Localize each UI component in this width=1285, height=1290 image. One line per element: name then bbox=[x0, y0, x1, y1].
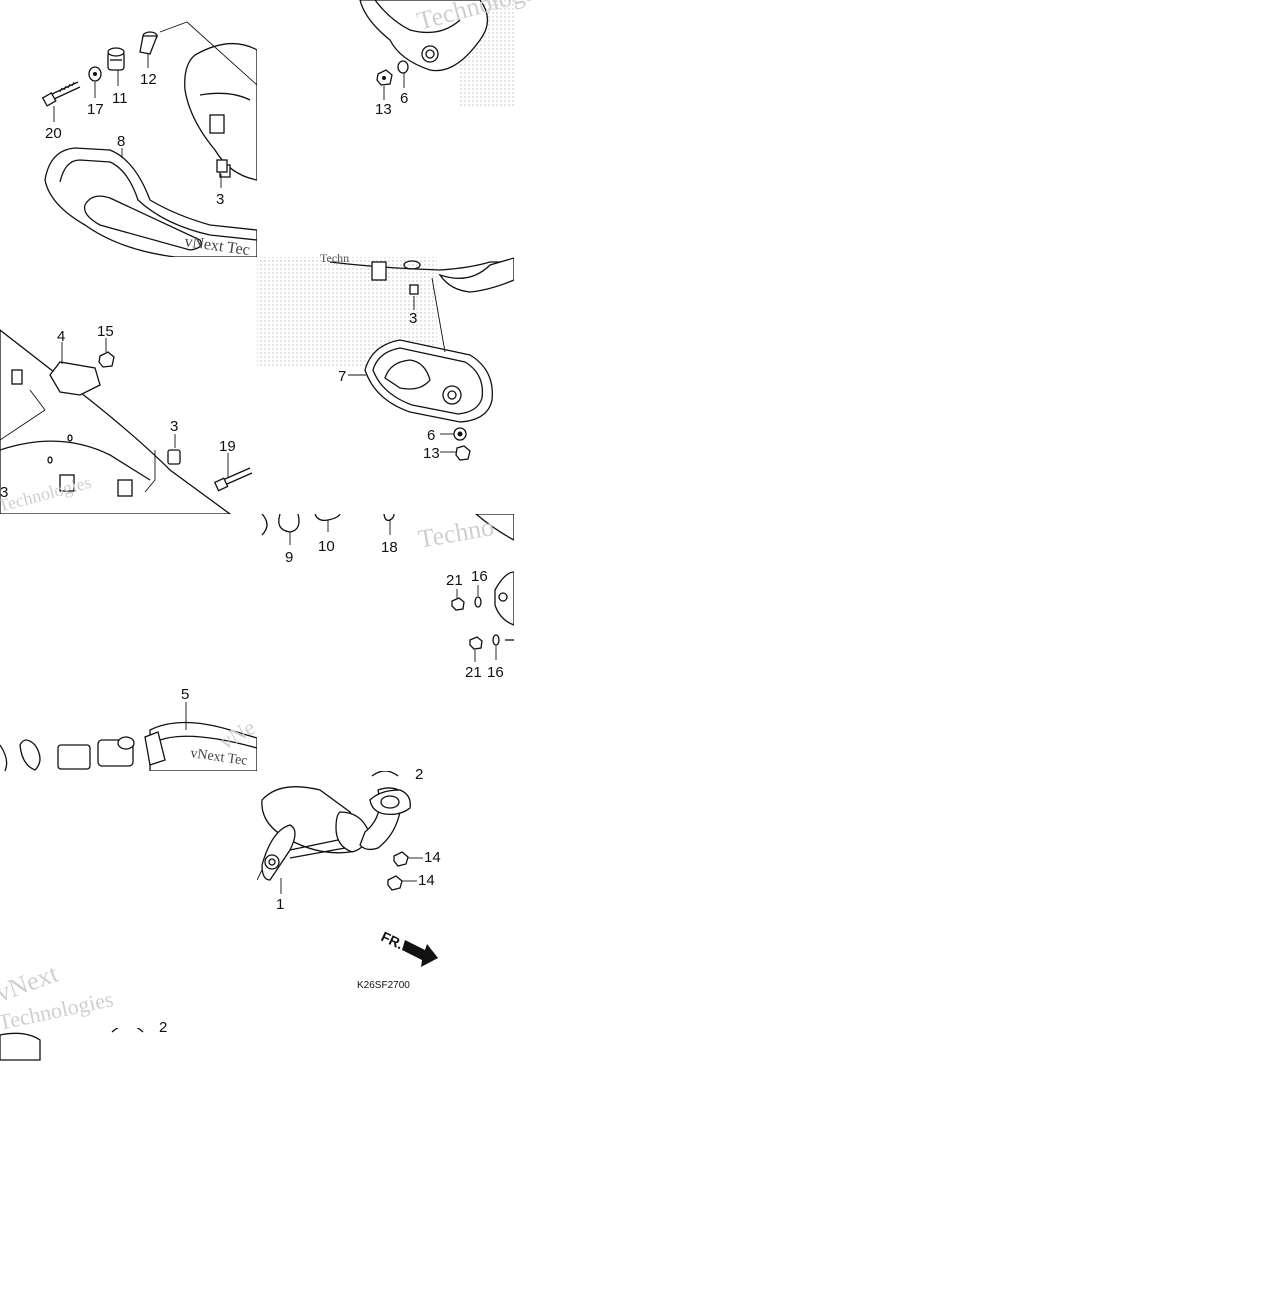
watermark-text: Techn bbox=[320, 251, 349, 265]
callout-label: 1 bbox=[276, 896, 284, 913]
callout-label: 19 bbox=[219, 438, 236, 455]
bolt-part bbox=[213, 467, 253, 492]
callout-label: 15 bbox=[97, 323, 114, 340]
front-direction-label: FR. bbox=[379, 928, 406, 952]
callout-label: 3 bbox=[170, 418, 178, 435]
callout-label: 14 bbox=[424, 849, 441, 866]
clamp-part bbox=[19, 739, 41, 771]
flange-bolt-part bbox=[451, 597, 465, 611]
callout-label: 21 bbox=[465, 664, 482, 681]
tile-muffler-partial bbox=[0, 1028, 144, 1061]
callout-label: 3 bbox=[409, 310, 417, 327]
washer-part bbox=[492, 634, 500, 646]
washer-part bbox=[397, 60, 409, 74]
bracket-part bbox=[49, 361, 101, 396]
bolt-part bbox=[41, 81, 81, 107]
callout-label: 21 bbox=[446, 572, 463, 589]
callout-label: 12 bbox=[140, 71, 157, 88]
rubber-grommet-part bbox=[216, 159, 228, 173]
collar-nut-part bbox=[107, 47, 125, 71]
callout-label: 14 bbox=[418, 872, 435, 889]
callout-label: 2 bbox=[159, 1019, 167, 1036]
front-direction-arrow-icon bbox=[402, 940, 438, 967]
callout-label: 6 bbox=[400, 90, 408, 107]
callout-label: 10 bbox=[318, 538, 335, 555]
tile-heat-shield-upper-right bbox=[359, 0, 514, 108]
flange-nut-part bbox=[393, 851, 409, 867]
callout-label: 13 bbox=[423, 445, 440, 462]
callout-label: 16 bbox=[471, 568, 488, 585]
washer-part bbox=[474, 596, 482, 608]
tile-muffler-left bbox=[0, 329, 253, 514]
callout-label: 9 bbox=[285, 549, 293, 566]
callout-label: 13 bbox=[375, 101, 392, 118]
callout-label: 18 bbox=[381, 539, 398, 556]
flange-part bbox=[369, 789, 411, 816]
flange-bolt-part bbox=[469, 636, 483, 650]
callout-label: 20 bbox=[45, 125, 62, 142]
callout-label: 3 bbox=[0, 484, 8, 501]
exhaust-pipe-part bbox=[149, 721, 257, 771]
heat-shield-part bbox=[184, 42, 257, 181]
tile-heat-shield-upper-left bbox=[41, 21, 257, 257]
tile-heat-shield-right bbox=[257, 257, 514, 461]
tile-muffler-assembly bbox=[257, 771, 438, 967]
heat-shield-part bbox=[44, 147, 257, 257]
tile-gaskets-and-bolts bbox=[261, 514, 514, 662]
callout-layer: 20 17 11 12 8 3 13 6 3 7 6 13 4 15 3 19 … bbox=[0, 71, 504, 1036]
callout-label: 7 bbox=[338, 368, 346, 385]
callout-label: 17 bbox=[87, 101, 104, 118]
rubber-grommet-part bbox=[167, 449, 181, 465]
callout-label: 16 bbox=[487, 664, 504, 681]
callout-label: 5 bbox=[181, 686, 189, 703]
callout-label: 8 bbox=[117, 133, 125, 150]
flange-nut-part bbox=[387, 875, 403, 891]
watermark-text: Techno bbox=[416, 512, 496, 554]
collar-pin-part bbox=[139, 31, 158, 55]
sleeve-part bbox=[57, 744, 91, 770]
nut-part bbox=[455, 445, 471, 461]
callout-label: 4 bbox=[57, 328, 65, 345]
rubber-grommet-part bbox=[409, 284, 419, 295]
nut-part bbox=[98, 351, 115, 368]
tile-exhaust-pipe bbox=[0, 702, 257, 771]
callout-label: 11 bbox=[112, 90, 128, 107]
callout-label: 6 bbox=[427, 427, 435, 444]
callout-label: 2 bbox=[415, 766, 423, 783]
callout-label: 3 bbox=[216, 191, 224, 208]
diagram-code: K26SF2700 bbox=[357, 980, 410, 991]
